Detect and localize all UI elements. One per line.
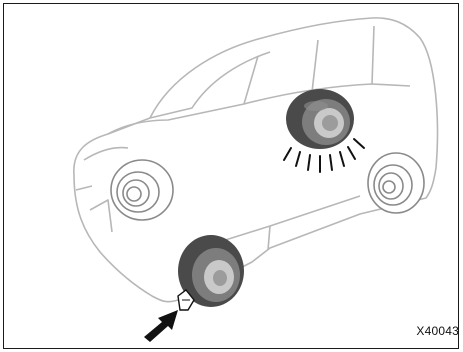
pointer-arrow-icon <box>144 310 178 342</box>
tire-icon <box>368 153 424 213</box>
spare-tire-icon <box>286 89 354 149</box>
figure-code: X40043 <box>416 324 459 338</box>
tire-icon <box>111 160 173 220</box>
